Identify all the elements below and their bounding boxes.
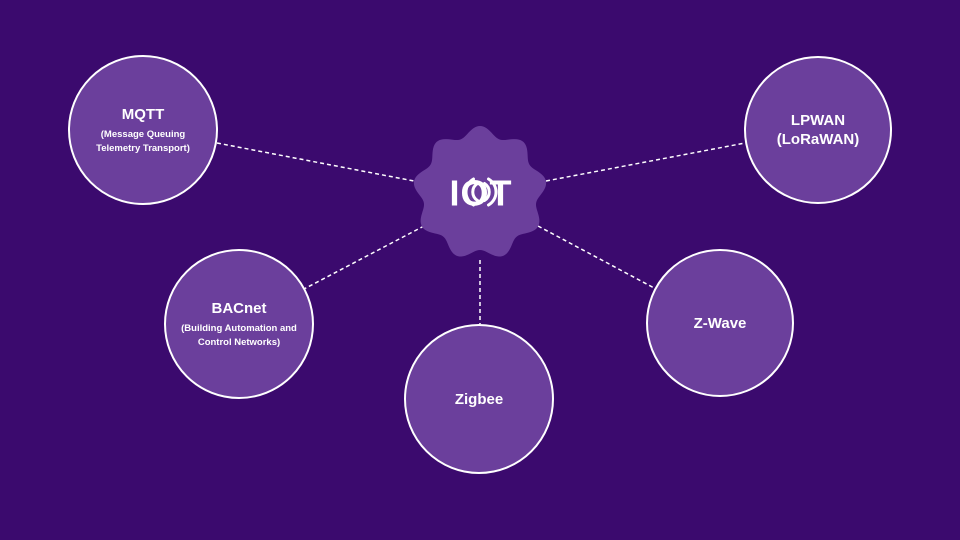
- node-subtitle: (Message Queuing Telemetry Transport): [96, 128, 190, 154]
- connector-zwave: [537, 225, 657, 290]
- iot-hub: IOT: [413, 126, 547, 257]
- hub-label: IOT: [450, 173, 513, 214]
- protocol-node-zwave: Z-Wave: [646, 249, 794, 397]
- node-title: MQTT: [121, 105, 165, 123]
- node-title: Z-Wave: [693, 314, 747, 332]
- node-title: Zigbee: [454, 390, 504, 408]
- protocol-node-bacnet: BACnet (Building Automation and Control …: [164, 249, 314, 399]
- node-title: LPWAN (LoRaWAN): [776, 112, 860, 148]
- node-title: BACnet: [211, 299, 267, 317]
- connector-lpwan: [545, 142, 746, 182]
- protocol-node-mqtt: MQTT (Message Queuing Telemetry Transpor…: [68, 55, 218, 205]
- connector-mqtt: [216, 142, 415, 182]
- node-subtitle: (Building Automation and Control Network…: [181, 322, 297, 348]
- protocol-node-lpwan: LPWAN (LoRaWAN): [744, 56, 892, 204]
- wireless-signal-icon: [464, 177, 498, 207]
- hub-badge-shape: [413, 126, 547, 257]
- connector-bacnet: [303, 225, 425, 290]
- protocol-node-zigbee: Zigbee: [404, 324, 554, 474]
